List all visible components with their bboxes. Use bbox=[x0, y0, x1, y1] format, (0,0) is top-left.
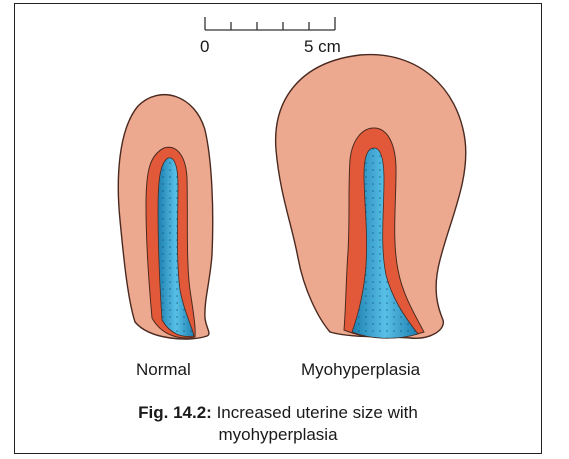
caption-text-2: myohyperplasia bbox=[14, 424, 542, 446]
normal-uterus bbox=[118, 95, 212, 339]
caption-line-1: Fig. 14.2: Increased uterine size with bbox=[14, 402, 542, 424]
myohyperplasia-label: Myohyperplasia bbox=[301, 360, 421, 379]
figure-number: Fig. 14.2: bbox=[138, 403, 212, 422]
scale-end-label: 5 cm bbox=[304, 37, 341, 56]
scale-start-label: 0 bbox=[200, 37, 209, 56]
myohyperplasia-uterus bbox=[276, 55, 466, 339]
scale-bar: 0 5 cm bbox=[200, 17, 341, 56]
normal-label: Normal bbox=[136, 360, 191, 379]
figure-caption: Fig. 14.2: Increased uterine size with m… bbox=[14, 402, 542, 446]
caption-text-1: Increased uterine size with bbox=[217, 403, 418, 422]
